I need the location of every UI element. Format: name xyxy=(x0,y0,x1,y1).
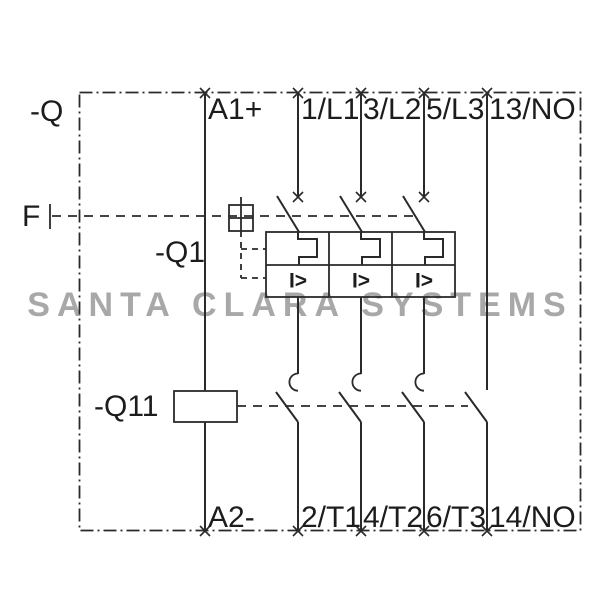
mechanism-dashed-linkage xyxy=(240,231,266,279)
overcurrent-release-label-3: I> xyxy=(414,269,434,293)
contactor-label: -Q11 xyxy=(94,390,159,423)
terminal-label-a1: A1+ xyxy=(208,93,263,126)
terminal-label-a2: A2- xyxy=(208,501,255,534)
terminal-label-4t2: 4/T2 xyxy=(363,501,424,534)
aux-contact-blade xyxy=(464,391,488,423)
main-contact-blade-3 xyxy=(401,391,425,423)
terminal-label-14no: 14/NO xyxy=(489,501,576,534)
breaker-contact-blade-2 xyxy=(339,195,363,233)
watermark-text: SANTA CLARA SYSTEMS xyxy=(27,286,573,324)
breaker-contact-blade-1 xyxy=(276,195,300,233)
operating-mechanism-linkage xyxy=(229,197,253,231)
enclosure-border xyxy=(78,91,582,532)
contactor-coil-symbol xyxy=(173,390,238,423)
overcurrent-release-label-2: I> xyxy=(351,269,371,293)
overcurrent-release-label-1: I> xyxy=(288,269,308,293)
terminal-label-13no: 13/NO xyxy=(489,93,576,126)
latch-symbol-2 xyxy=(360,232,381,265)
latch-symbol-1 xyxy=(297,232,318,265)
main-contact-arc-1 xyxy=(288,372,299,392)
terminal-label-3l2: 3/L2 xyxy=(363,93,422,126)
terminal-label-2t1: 2/T1 xyxy=(301,501,362,534)
breaker-contact-blade-3 xyxy=(402,195,426,233)
enclosure-label: -Q xyxy=(30,95,64,128)
main-contact-blade-1 xyxy=(275,391,299,423)
main-contact-arc-2 xyxy=(351,372,362,392)
terminal-label-5l3: 5/L3 xyxy=(426,93,485,126)
main-contact-blade-2 xyxy=(338,391,362,423)
terminal-cross-marks xyxy=(199,87,493,537)
trip-unit-dividers xyxy=(266,232,455,297)
latch-symbol-3 xyxy=(423,232,444,265)
trip-function-label: F xyxy=(22,200,41,233)
breaker-label: -Q1 xyxy=(155,236,206,269)
terminal-label-1l1: 1/L1 xyxy=(301,93,360,126)
terminal-label-6t3: 6/T3 xyxy=(426,501,487,534)
main-contact-arc-3 xyxy=(414,372,425,392)
